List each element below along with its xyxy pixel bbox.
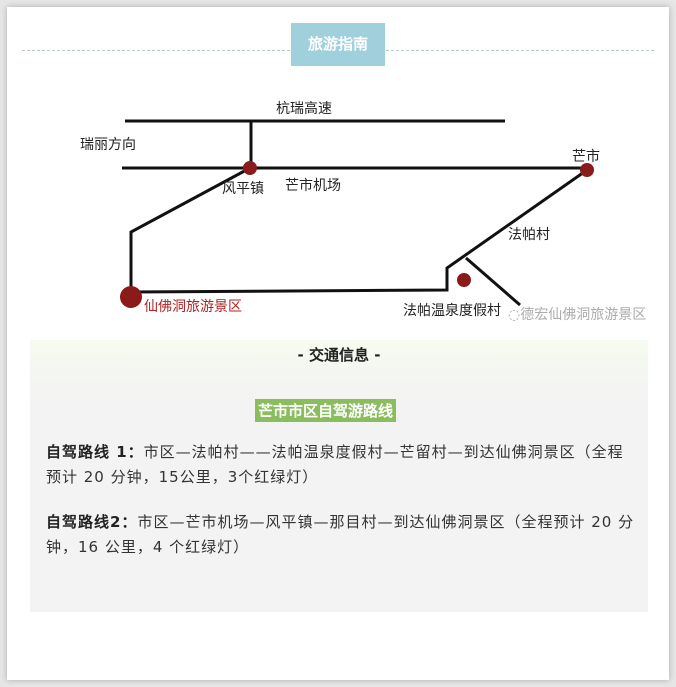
scenic-dot [120, 286, 142, 308]
branch-road [465, 256, 521, 307]
traffic-panel: - 交通信息 - 芒市市区自驾游路线 自驾路线 1：市区—法帕村——法帕温泉度假… [30, 340, 648, 612]
label-fengping: 风平镇 [222, 181, 264, 197]
wechat-icon: ◌ [508, 307, 521, 323]
south-road [130, 168, 588, 294]
label-airport: 芒市机场 [285, 178, 341, 194]
label-ruili: 瑞丽方向 [80, 137, 136, 153]
label-hotspring: 法帕温泉度假村 [403, 303, 501, 319]
route-2: 自驾路线2：市区—芒市机场—风平镇—那目村—到达仙佛洞景区（全程预计 20 分钟… [46, 513, 635, 556]
hotspring-dot [457, 273, 471, 287]
fengping-dot [243, 161, 257, 175]
traffic-title: - 交通信息 - [297, 346, 381, 364]
label-mangshi: 芒市 [572, 149, 600, 165]
label-fapa: 法帕村 [508, 227, 550, 243]
route-subtitle: 芒市市区自驾游路线 [255, 399, 397, 422]
label-highway: 杭瑞高速 [276, 101, 332, 117]
watermark: ◌德宏仙佛洞旅游景区 [508, 307, 647, 323]
divider-right [386, 50, 654, 51]
label-scenic: 仙佛洞旅游景区 [144, 299, 242, 315]
route-1: 自驾路线 1：市区—法帕村——法帕温泉度假村—芒留村—到达仙佛洞景区（全程预计 … [46, 443, 624, 486]
mangshi-dot [580, 163, 594, 177]
section-badge: 旅游指南 [291, 23, 385, 66]
scenic-road [129, 166, 251, 297]
divider-left [22, 50, 290, 51]
